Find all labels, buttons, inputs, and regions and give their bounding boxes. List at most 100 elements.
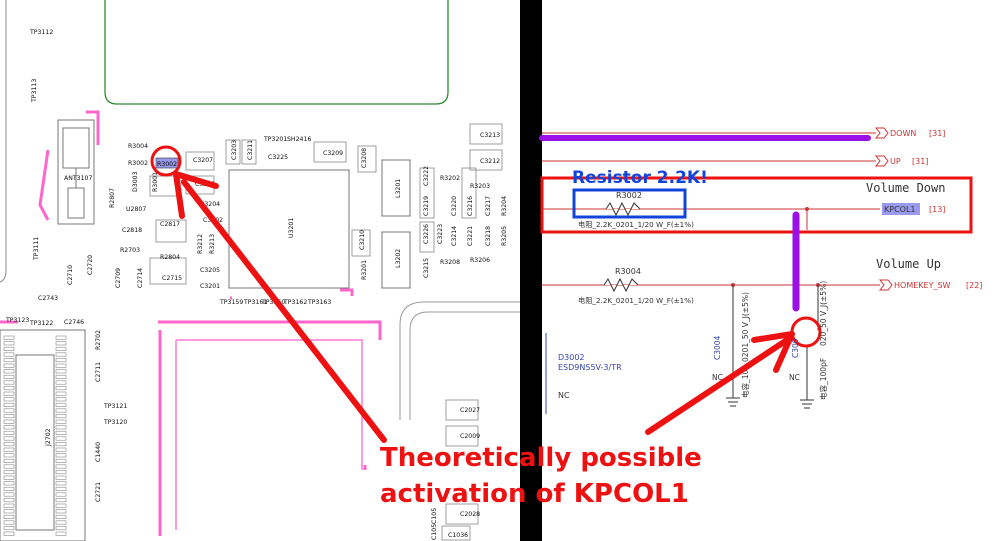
pcb-label-sh2416: SH2416 xyxy=(287,136,311,143)
volume-up-label: Volume Up xyxy=(876,257,941,271)
connector-pin xyxy=(55,346,67,351)
connector-pin xyxy=(55,425,67,430)
pcb-part-outline-10 xyxy=(357,145,377,173)
capacitor-c3003-value: 020_50 V_J(±5%) xyxy=(819,281,828,346)
net-homekey-name: HOMEKEY_SW xyxy=(894,281,951,290)
pcb-label-r3004: R3004 xyxy=(128,143,148,150)
pcb-part-outline-8 xyxy=(225,139,241,165)
connector-pin xyxy=(55,531,67,536)
diode-d3002-part: ESD9NS5V-3/TR xyxy=(558,363,622,372)
capacitor-c3004-nc: NC xyxy=(712,373,723,382)
pcb-label-tp3159: TP3159 xyxy=(219,299,243,306)
pcb-label-c3216: C3216 xyxy=(467,196,474,216)
pcb-part-outline-6 xyxy=(469,123,503,145)
capacitor-c3003-desc: 电容_100pF xyxy=(818,358,828,400)
connector-pin xyxy=(3,341,15,346)
pcb-label-c2711: C2711 xyxy=(95,362,102,382)
connector-pin xyxy=(55,470,67,475)
connector-pin xyxy=(55,363,67,368)
connector-pin xyxy=(3,453,15,458)
pcb-label-r3202: R3202 xyxy=(440,175,460,182)
connector-pin xyxy=(3,498,15,503)
connector-pin xyxy=(3,419,15,424)
connector-pin xyxy=(55,402,67,407)
pcb-label-c3218: C3218 xyxy=(485,226,492,246)
pcb-label-c2817: C2817 xyxy=(160,221,180,228)
annotation-arrows xyxy=(150,145,795,443)
pcb-label-ant3107: ANT3107 xyxy=(64,175,92,182)
connector-pin xyxy=(55,408,67,413)
connector-pin xyxy=(3,369,15,374)
pcb-label-c3212: C3212 xyxy=(480,158,500,165)
connector-pin xyxy=(3,380,15,385)
arrow-to-c3005-shaft xyxy=(181,179,387,443)
pcb-label-tp3121: TP3121 xyxy=(103,403,127,410)
pcb-part-outline-14 xyxy=(445,503,479,525)
pcb-layout-panel: R3002 TP3112TP3113ANT3107TP3111C2743TP31… xyxy=(0,0,520,541)
connector-pin xyxy=(3,346,15,351)
pcb-label-u2807: U2807 xyxy=(126,206,146,213)
capacitor-c3003-nc: NC xyxy=(789,373,800,382)
net-down-name: DOWN xyxy=(890,129,916,138)
panel-divider xyxy=(520,0,542,541)
pcb-label-c1036: C1036 xyxy=(448,532,468,539)
pcb-label-c3217: C3217 xyxy=(485,196,492,216)
capacitor-c3003-ref: C300 xyxy=(791,338,800,358)
connector-pin xyxy=(3,503,15,508)
connector-pin xyxy=(3,520,15,525)
connector-pin xyxy=(3,442,15,447)
pcb-label-r2703: R2703 xyxy=(120,247,140,254)
connector-pin xyxy=(3,425,15,430)
pcb-label-c2746: C2746 xyxy=(64,319,84,326)
connector-pin xyxy=(3,458,15,463)
pcb-label-r2804: R2804 xyxy=(160,254,180,261)
connector-pin xyxy=(55,492,67,497)
pcb-label-c2027: C2027 xyxy=(460,407,480,414)
arrow-to-c3005-head xyxy=(173,171,219,219)
pcb-part-outline-0 xyxy=(185,151,215,171)
pcb-label-c2009: C2009 xyxy=(460,433,480,440)
connector-pin xyxy=(55,458,67,463)
connector-pin xyxy=(55,397,67,402)
pcb-label-c3210: C3210 xyxy=(359,230,366,250)
connector-pin xyxy=(3,358,15,363)
net-kpcol1-ref: [13] xyxy=(929,205,945,214)
connector-pin xyxy=(55,453,67,458)
pcb-label-tp3162: TP3162 xyxy=(283,299,307,306)
connector-pin xyxy=(3,391,15,396)
connector-pin xyxy=(3,481,15,486)
connector-pin xyxy=(55,514,67,519)
resistor-r3002-box xyxy=(572,188,687,219)
pcb-label-r2807: R2807 xyxy=(109,188,116,208)
connector-pin xyxy=(55,391,67,396)
capacitor-c3003 xyxy=(800,209,819,409)
pink-silkscreen xyxy=(0,110,382,536)
connector-pin xyxy=(3,374,15,379)
pcb-label-c3209: C3209 xyxy=(323,150,343,157)
pcb-label-c3205: C3205 xyxy=(200,267,220,274)
connector-pin xyxy=(3,430,15,435)
connector-pin xyxy=(3,414,15,419)
pcb-label-c3207: C3207 xyxy=(193,157,213,164)
pcb-label-c3220: C3220 xyxy=(451,196,458,216)
connector-pin xyxy=(55,464,67,469)
antenna-part xyxy=(57,119,95,225)
net-homekey-ref: [22] xyxy=(966,281,982,290)
resistor-r3002-symbol xyxy=(605,201,641,217)
c3005-highlight-circle xyxy=(150,145,182,177)
resistor-r3002-ref: R3002 xyxy=(616,191,642,200)
pcb-label-c3222: C3222 xyxy=(423,166,430,186)
volume-down-label: Volume Down xyxy=(866,181,945,195)
pcb-label-l3202: L3202 xyxy=(395,249,402,268)
pcb-label-r3002: R3002 xyxy=(128,160,148,167)
connector-pin xyxy=(3,526,15,531)
pcb-label-tp3160: TP3160 xyxy=(261,299,285,306)
net-homekey-arrow xyxy=(878,279,893,291)
pcb-label-c3223: C3223 xyxy=(437,224,444,244)
pcb-part-outline-4 xyxy=(155,219,187,243)
pcb-label-r3203: R3203 xyxy=(470,183,490,190)
connector-pin xyxy=(3,464,15,469)
connector-pin xyxy=(55,419,67,424)
